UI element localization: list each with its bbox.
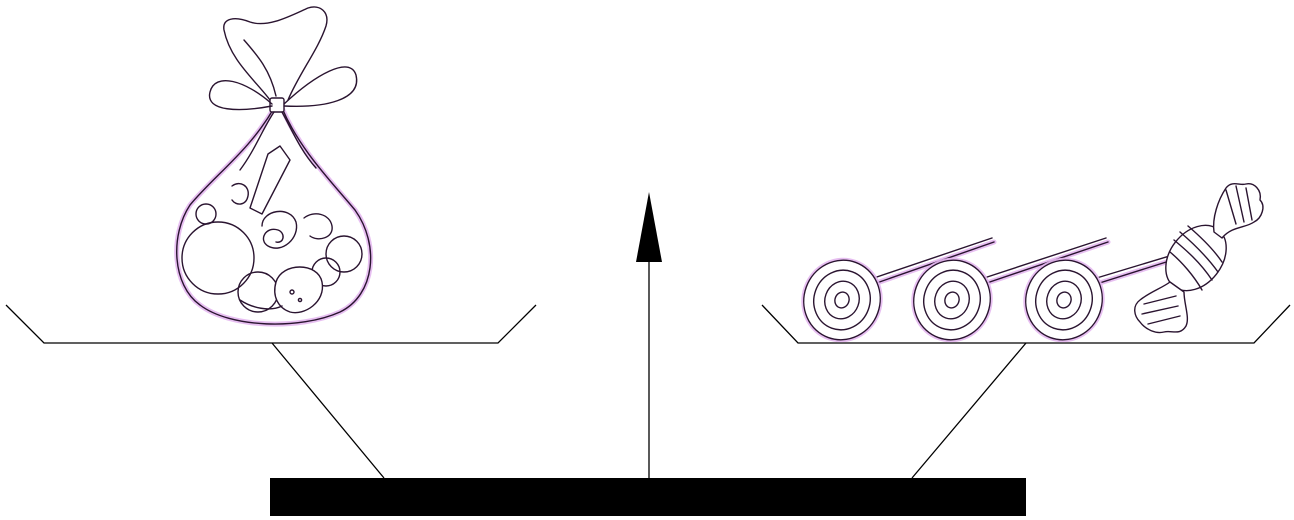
scale-base: [270, 478, 1026, 516]
candy-bag-icon: [177, 7, 371, 324]
wrapped-candy-icon: [1135, 184, 1263, 333]
pointer-arrow-icon: [636, 192, 662, 478]
left-pan: [6, 305, 536, 478]
